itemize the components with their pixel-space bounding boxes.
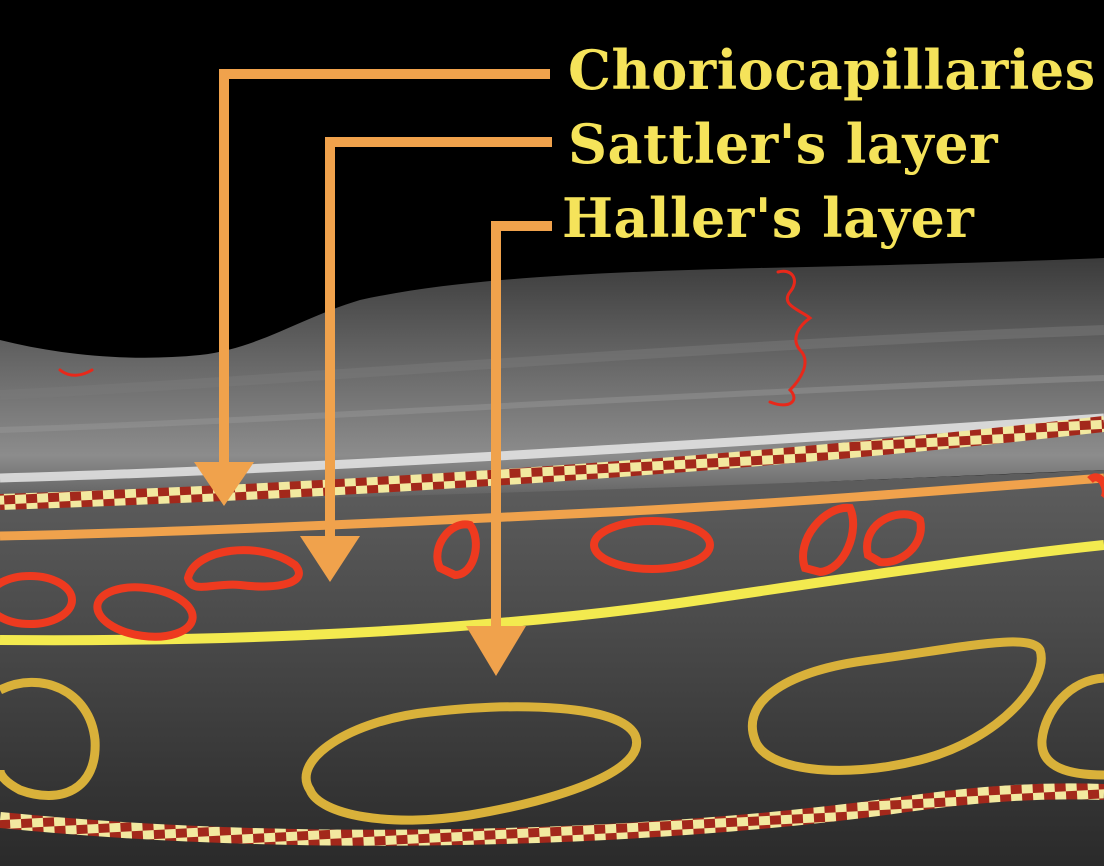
label-choriocapillaries: Choriocapillaries bbox=[568, 40, 1096, 100]
label-sattlers-layer: Sattler's layer bbox=[568, 114, 998, 174]
label-hallers-layer: Haller's layer bbox=[562, 188, 974, 248]
